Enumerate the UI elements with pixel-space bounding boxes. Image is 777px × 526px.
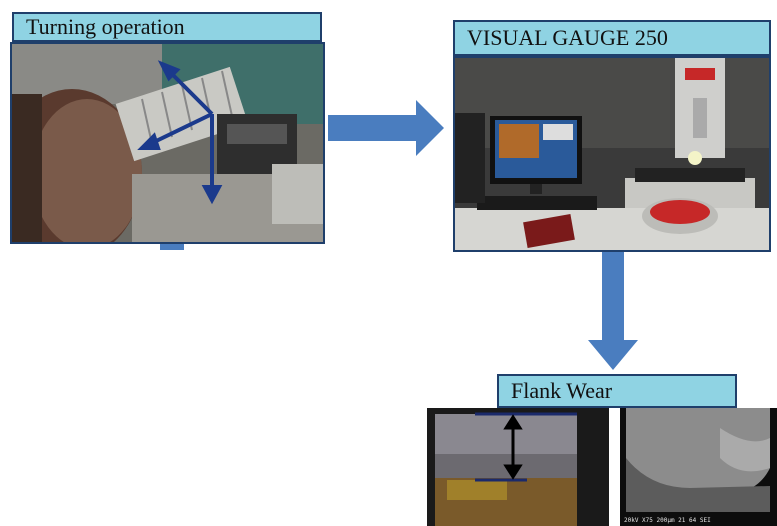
visual-gauge-photo [453, 56, 771, 252]
right-arrow [328, 100, 444, 156]
flank-wear-label: Flank Wear [497, 374, 737, 408]
lathe-turning-photo [10, 42, 325, 244]
flank-wear-optical-photo [427, 408, 609, 526]
small-connector-bar [160, 244, 184, 250]
visual-gauge-label: VISUAL GAUGE 250 [453, 20, 771, 56]
sem-caption: 20kV X75 200µm 21 64 SEI [624, 517, 711, 524]
down-arrow [588, 252, 638, 370]
turning-operation-label: Turning operation [12, 12, 322, 42]
flank-wear-sem-photo: 20kV X75 200µm 21 64 SEI [620, 408, 777, 526]
